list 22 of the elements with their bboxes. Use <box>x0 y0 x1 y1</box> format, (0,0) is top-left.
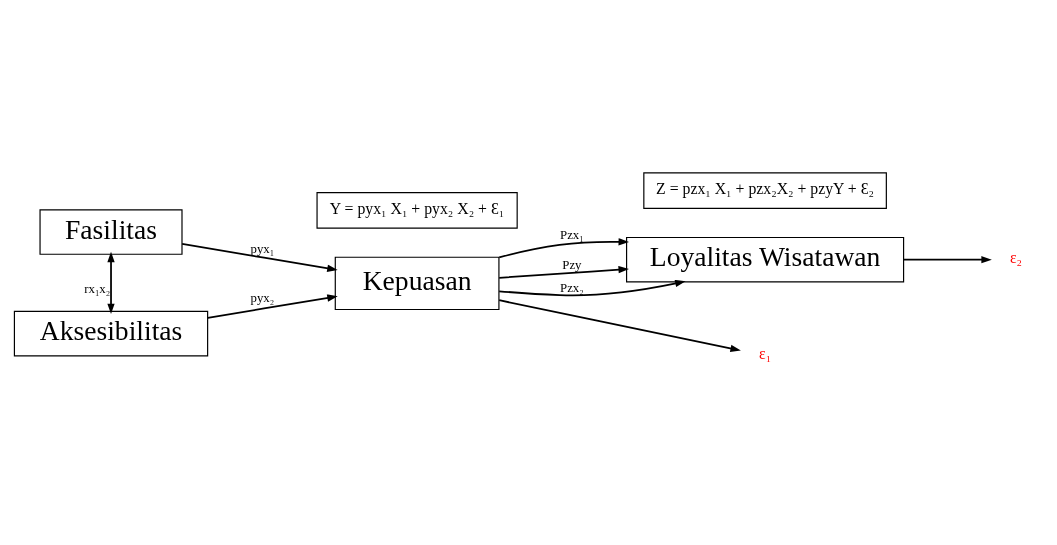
arrow <box>498 298 741 352</box>
edge-label: rx₁x₂ <box>84 281 111 296</box>
edge-label: Pzx₂ <box>560 280 584 295</box>
node-text: ε₂ <box>1009 248 1023 266</box>
arrow <box>107 251 115 314</box>
node-box: Y = pyx₁ X₁ + pyx₂ X₂ + Ɛ₁ <box>316 191 518 229</box>
arrow <box>902 255 992 263</box>
node-box: Kepuasan <box>334 256 500 310</box>
node-box: Aksesibilitas <box>13 310 209 356</box>
arrow <box>498 265 629 279</box>
node-box: Fasilitas <box>39 208 183 255</box>
edge-label: pyx₂ <box>250 290 275 305</box>
arrow <box>181 242 338 272</box>
arrow <box>498 279 686 296</box>
node-box: Loyalitas Wisatawan <box>626 236 905 282</box>
node-text: ε₁ <box>759 344 772 362</box>
arrow <box>498 237 629 258</box>
edge-label: Pzx₁ <box>560 227 584 242</box>
edge-label: pyx₁ <box>250 241 275 256</box>
arrow <box>206 293 338 319</box>
node-box: Z = pzx₁ X₁ + pzx₂X₂ + pzyY + Ɛ₂ <box>643 171 887 209</box>
edge-label: Pzy <box>562 257 582 272</box>
